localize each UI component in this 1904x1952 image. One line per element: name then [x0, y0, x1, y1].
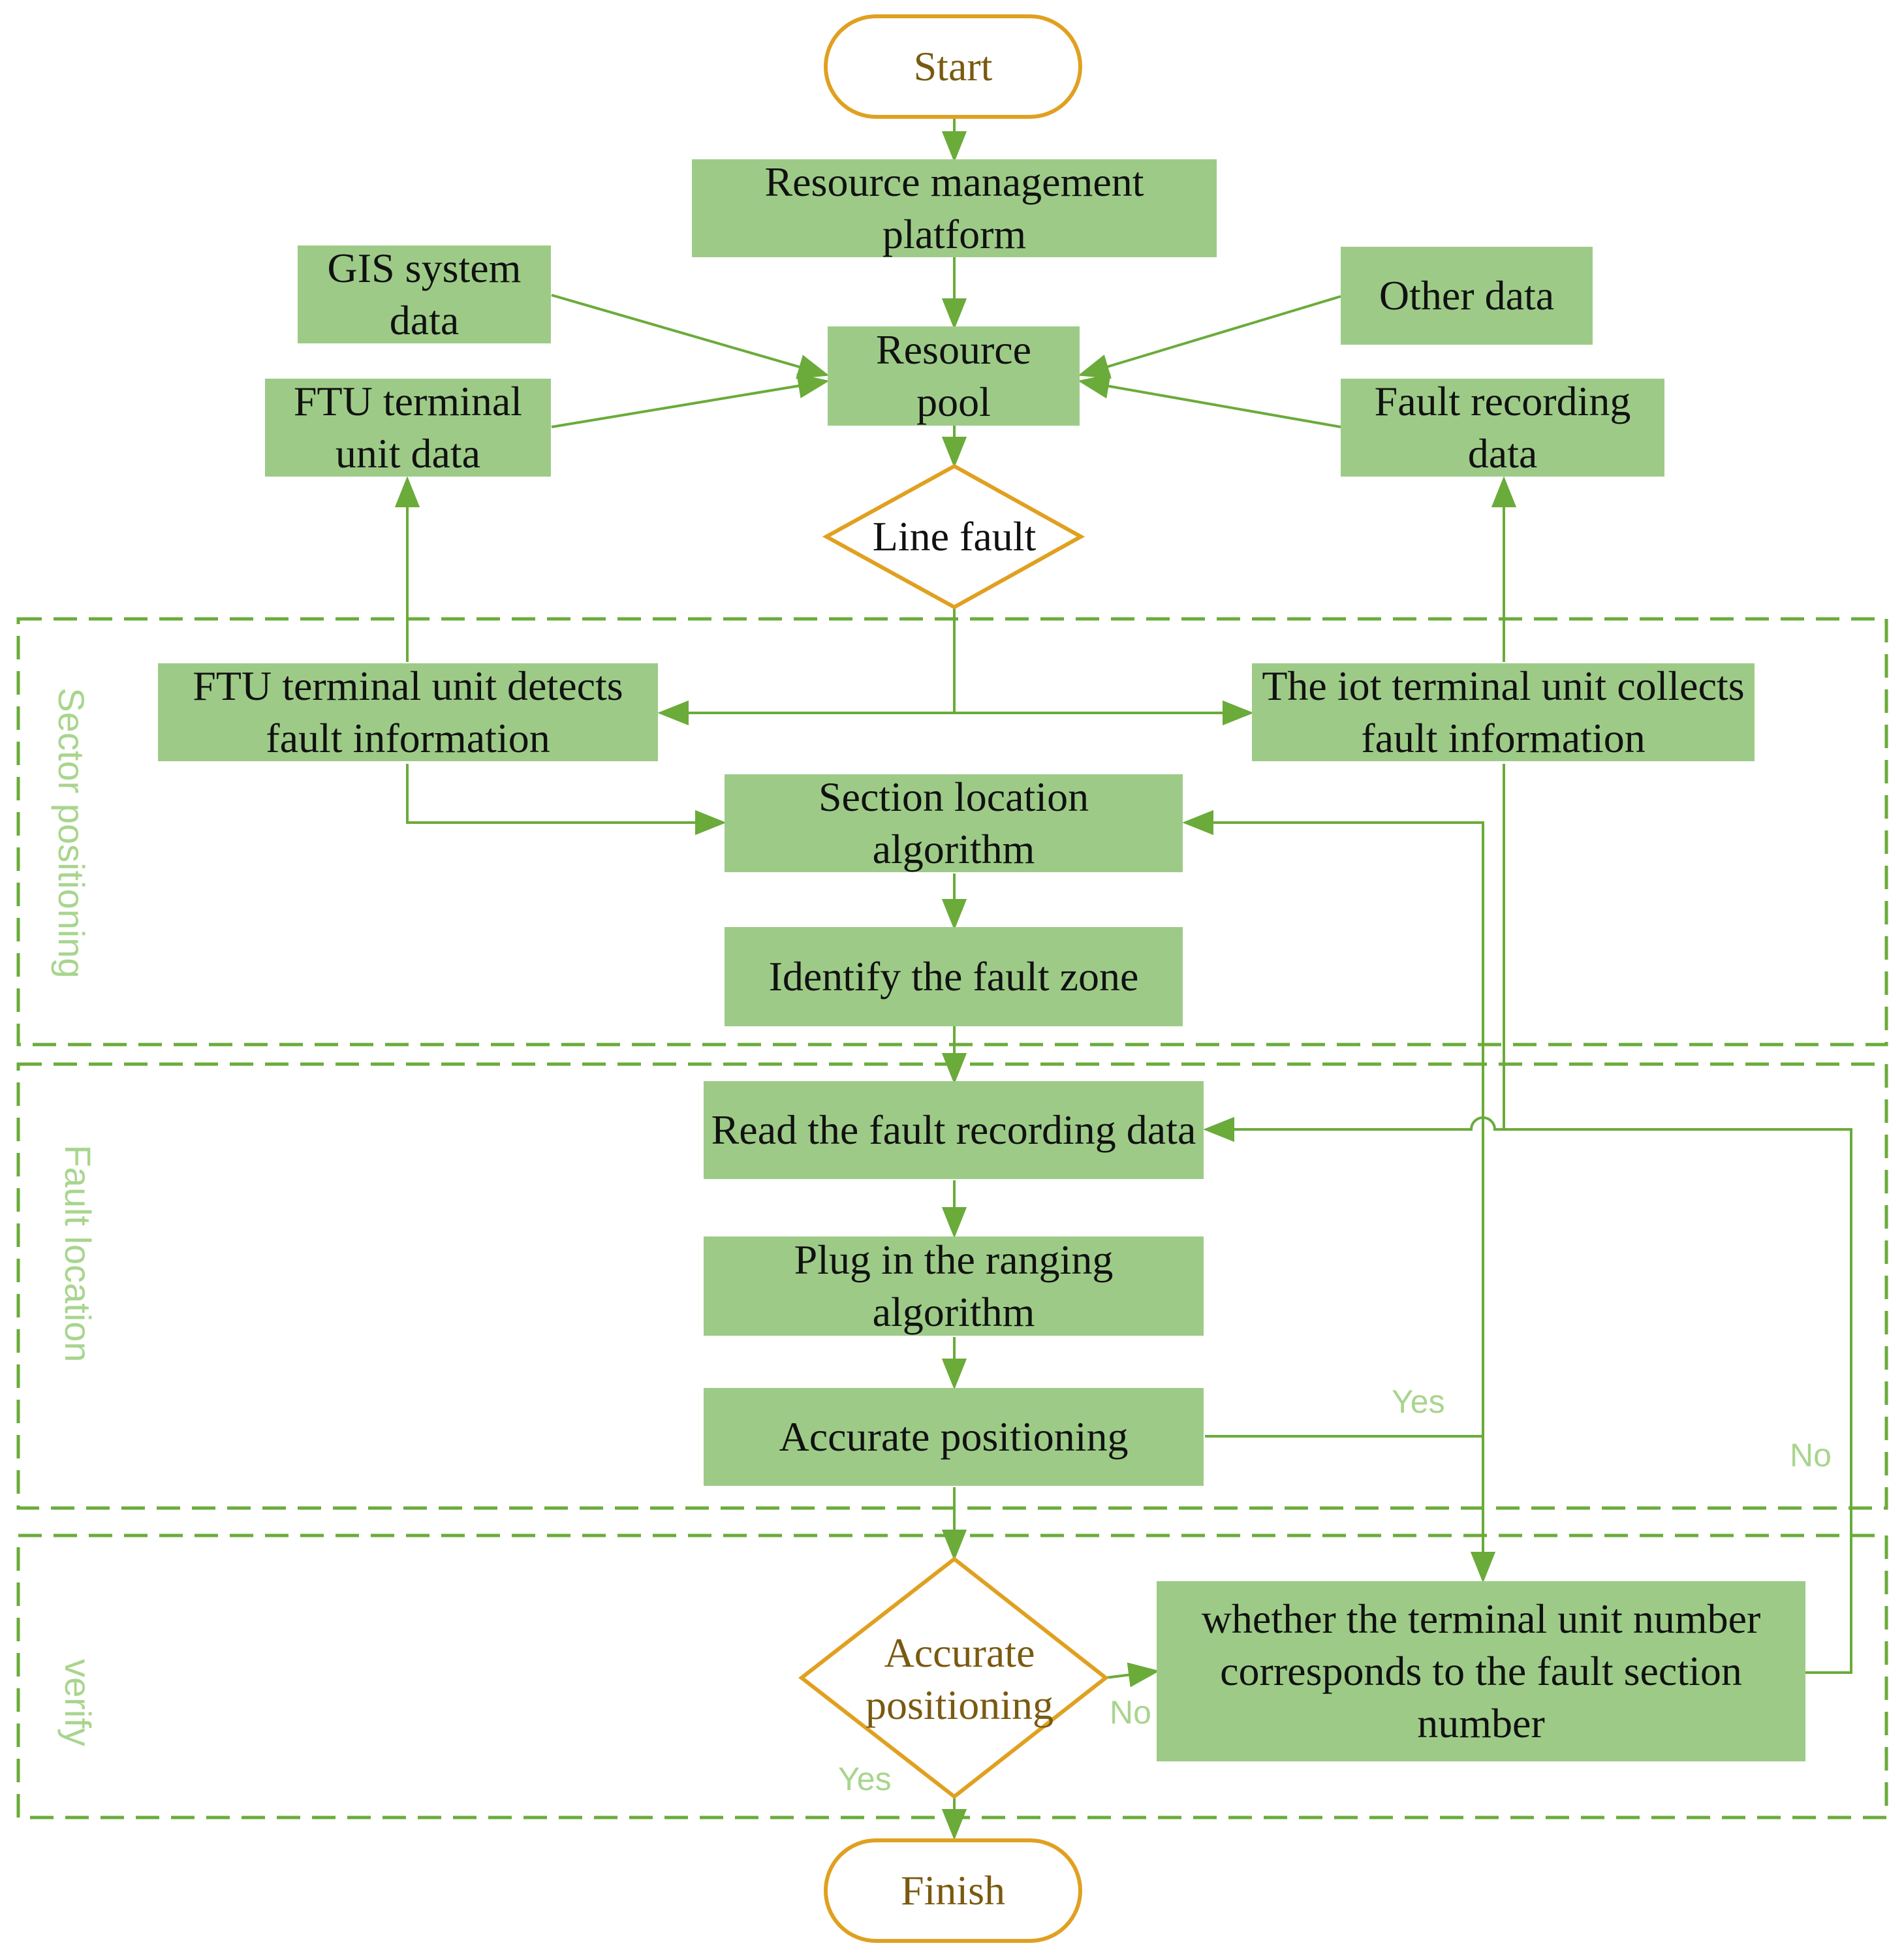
start-terminal: Start [824, 14, 1082, 119]
ranging-algorithm-box: Plug in the ranging algorithm [704, 1236, 1204, 1336]
gis-data-box: GIS system data [298, 245, 551, 343]
identify-zone-box: Identify the fault zone [725, 927, 1183, 1026]
accurate-decision-label: Accurate positioning [865, 1629, 1054, 1728]
arrow-other-to-pool [1078, 295, 1341, 379]
section-label-sector: Sector positioning [51, 687, 93, 979]
arrow-bridge-to-read [1203, 1116, 1504, 1142]
section-label-verify: verify [57, 1659, 99, 1746]
branch-no-decision: No [1110, 1694, 1151, 1731]
other-data-box: Other data [1341, 247, 1593, 345]
terminal-check-box: whether the terminal unit number corresp… [1157, 1581, 1805, 1761]
finish-terminal: Finish [824, 1838, 1082, 1943]
arrow-feedback-to-section-algo [1182, 810, 1484, 1436]
arrow-detect-to-section-algo [406, 764, 726, 836]
resource-management-box: Resource management platform [692, 159, 1217, 257]
section-algorithm-box: Section location algorithm [725, 774, 1183, 872]
branch-no-right: No [1790, 1437, 1832, 1473]
branch-yes-right: Yes [1392, 1383, 1445, 1420]
fault-recording-data-box: Fault recording data [1341, 378, 1664, 477]
ftu-detect-box: FTU terminal unit detects fault informat… [158, 663, 658, 761]
read-recording-box: Read the fault recording data [704, 1081, 1204, 1179]
line-fault-label: Line fault [872, 513, 1037, 559]
line-fault-diamond [822, 464, 1085, 610]
iot-collect-box: The iot terminal unit collects fault inf… [1252, 663, 1755, 761]
branch-yes-decision: Yes [838, 1761, 892, 1797]
section-frame-sector [16, 617, 1888, 1047]
line-check-no-feedback [1504, 1128, 1852, 1674]
arrow-ftu-data-to-pool [551, 373, 830, 428]
arrow-decision-to-check [1105, 1662, 1160, 1688]
arrow-recording-to-pool [1078, 373, 1341, 428]
arrow-gis-to-pool [551, 294, 830, 379]
resource-pool-box: Resource pool [828, 326, 1080, 426]
accurate-positioning-box: Accurate positioning [704, 1388, 1204, 1486]
accurate-decision-diamond [798, 1556, 1109, 1799]
section-label-fault-location: Fault location [57, 1144, 99, 1362]
ftu-data-box: FTU terminal unit data [265, 378, 551, 477]
